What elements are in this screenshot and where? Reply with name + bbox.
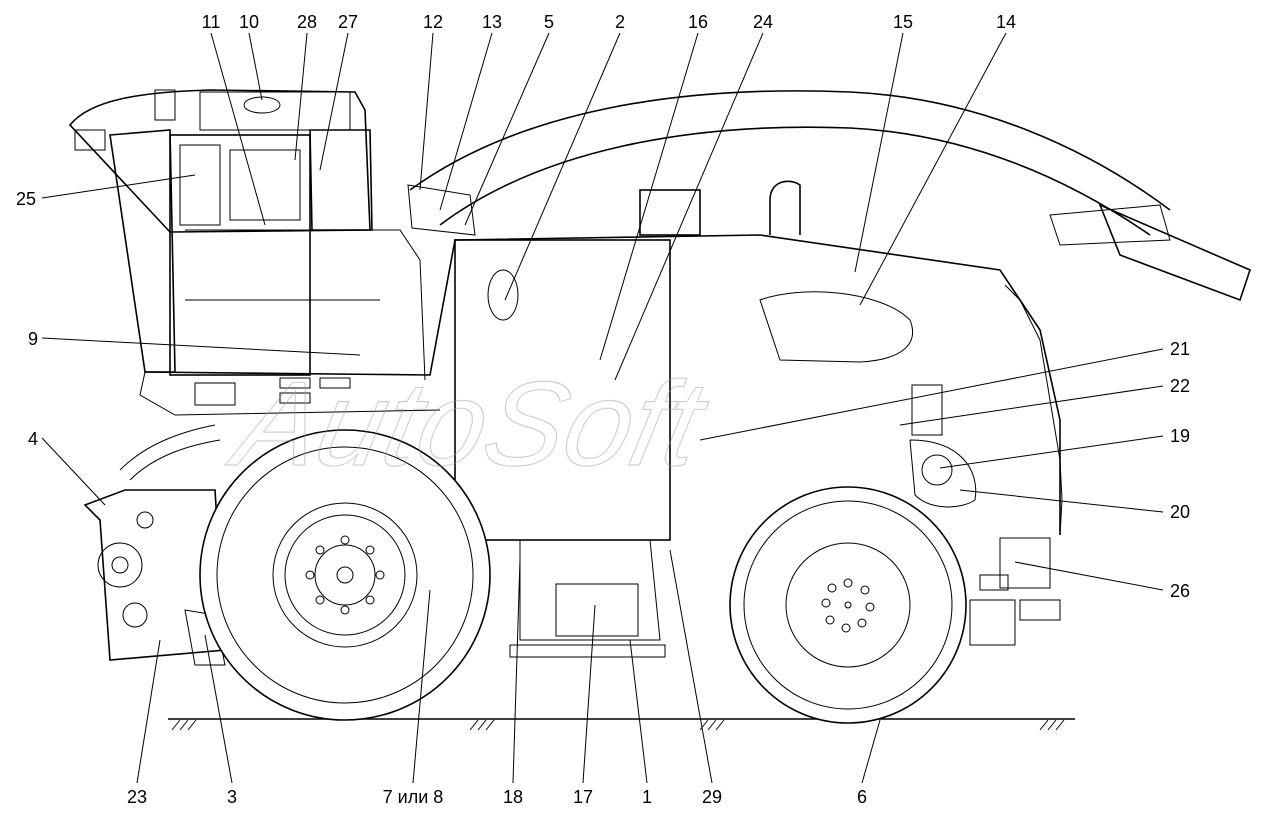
callout-11: 11 xyxy=(202,12,221,32)
callout-17: 17 xyxy=(573,787,593,807)
callout-19: 19 xyxy=(1170,426,1190,446)
callout-22: 22 xyxy=(1170,376,1190,396)
callout-28: 28 xyxy=(297,12,317,32)
callout-26: 26 xyxy=(1170,581,1190,601)
callout-24: 24 xyxy=(753,12,773,32)
callout-13: 13 xyxy=(482,12,502,32)
callout-6: 6 xyxy=(857,787,867,807)
callout-12: 12 xyxy=(423,12,443,32)
callout-14: 14 xyxy=(996,12,1016,32)
callout-29: 29 xyxy=(702,787,722,807)
callout-4: 4 xyxy=(28,429,38,449)
callout-10: 10 xyxy=(239,12,259,32)
main-body xyxy=(139,180,1063,658)
ground-line xyxy=(168,718,1075,731)
front-wheel xyxy=(199,429,491,721)
callout-2: 2 xyxy=(615,12,625,32)
rear-wheel xyxy=(729,486,967,724)
callout-3: 3 xyxy=(227,787,237,807)
callout-7-or-8: 7 или 8 xyxy=(383,787,444,807)
discharge-spout xyxy=(407,90,1251,302)
callout-1: 1 xyxy=(642,787,652,807)
callout-20: 20 xyxy=(1170,502,1190,522)
callout-21: 21 xyxy=(1170,339,1190,359)
leader-lines xyxy=(41,32,1164,784)
callout-23: 23 xyxy=(127,787,147,807)
watermark-text: AutoSoft xyxy=(220,356,719,490)
callout-16: 16 xyxy=(688,12,708,32)
callout-27: 27 xyxy=(338,12,358,32)
callout-5: 5 xyxy=(544,12,554,32)
callout-25: 25 xyxy=(16,189,36,209)
callout-9: 9 xyxy=(28,329,38,349)
callout-labels: 11 10 28 27 12 13 5 2 16 24 15 14 25 9 2… xyxy=(16,12,1190,807)
cab xyxy=(68,89,426,381)
callout-15: 15 xyxy=(893,12,913,32)
callout-18: 18 xyxy=(503,787,523,807)
